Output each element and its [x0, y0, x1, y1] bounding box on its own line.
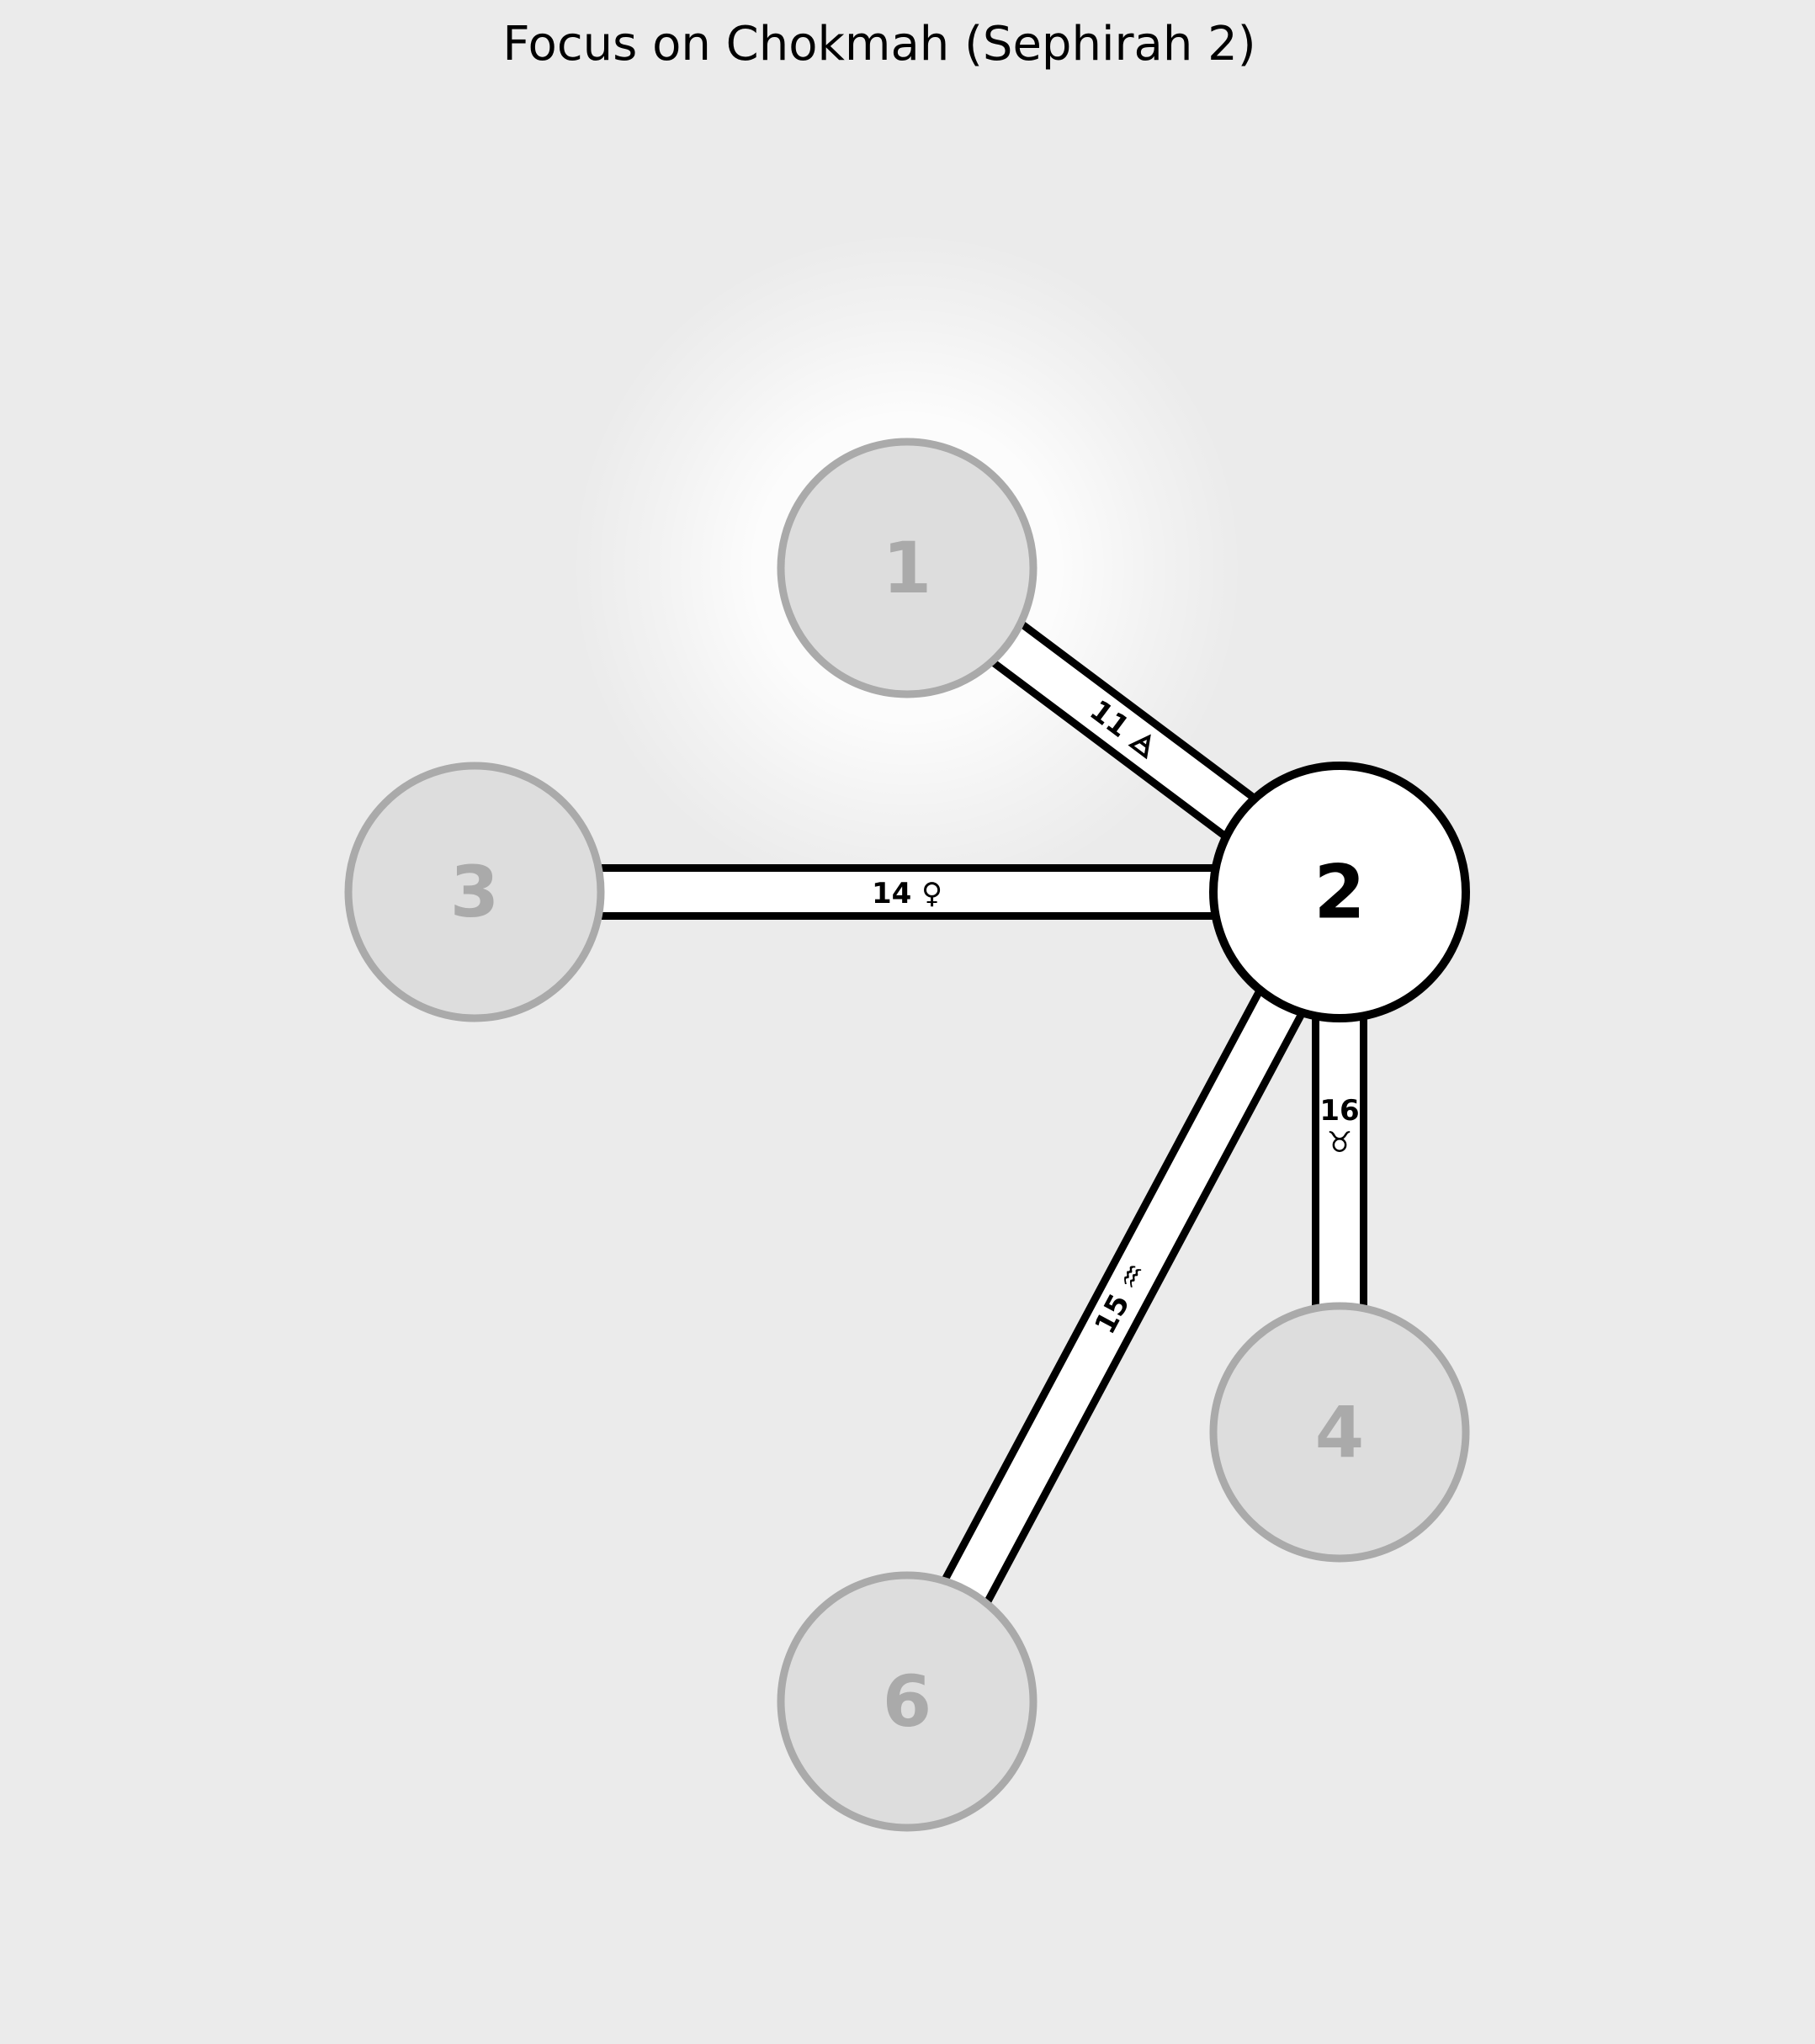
- sephirah-node-6: 6: [777, 1571, 1038, 1832]
- sephirah-node-3: 3: [344, 762, 605, 1022]
- diagram-title: Focus on Chokmah (Sephirah 2): [502, 17, 1256, 72]
- sephirah-node-4-circle: [1209, 1302, 1470, 1563]
- path-16-label-line: 16: [1319, 1094, 1359, 1128]
- path-14: 14 ♀: [475, 864, 1340, 920]
- sephirah-node-6-label: 6: [883, 1660, 931, 1743]
- nodes-layer: 1 2 3 4 6: [344, 438, 1470, 1832]
- sephirah-node-6-circle: [777, 1571, 1038, 1832]
- sephirah-node-2-label: 2: [1313, 849, 1365, 936]
- path-16-label-line: ♉: [1327, 1126, 1352, 1160]
- sephirah-node-4-label: 4: [1315, 1391, 1364, 1473]
- path-16-label: 16♉: [1319, 1094, 1359, 1160]
- sephirah-node-1-label: 1: [883, 527, 931, 609]
- path-15: 15 ♒: [882, 879, 1365, 1715]
- path-14-label: 14 ♀: [872, 877, 942, 911]
- sephirah-node-1: 1: [777, 438, 1038, 698]
- path-15-band: [889, 882, 1358, 1712]
- sephirah-node-3-circle: [344, 762, 605, 1022]
- sephirah-node-1-circle: [777, 438, 1038, 698]
- sephirah-node-4: 4: [1209, 1302, 1470, 1563]
- sephirah-node-3-label: 3: [450, 851, 499, 933]
- sephirah-node-2: 2: [1209, 762, 1470, 1022]
- sephirah-node-2-circle: [1209, 762, 1470, 1022]
